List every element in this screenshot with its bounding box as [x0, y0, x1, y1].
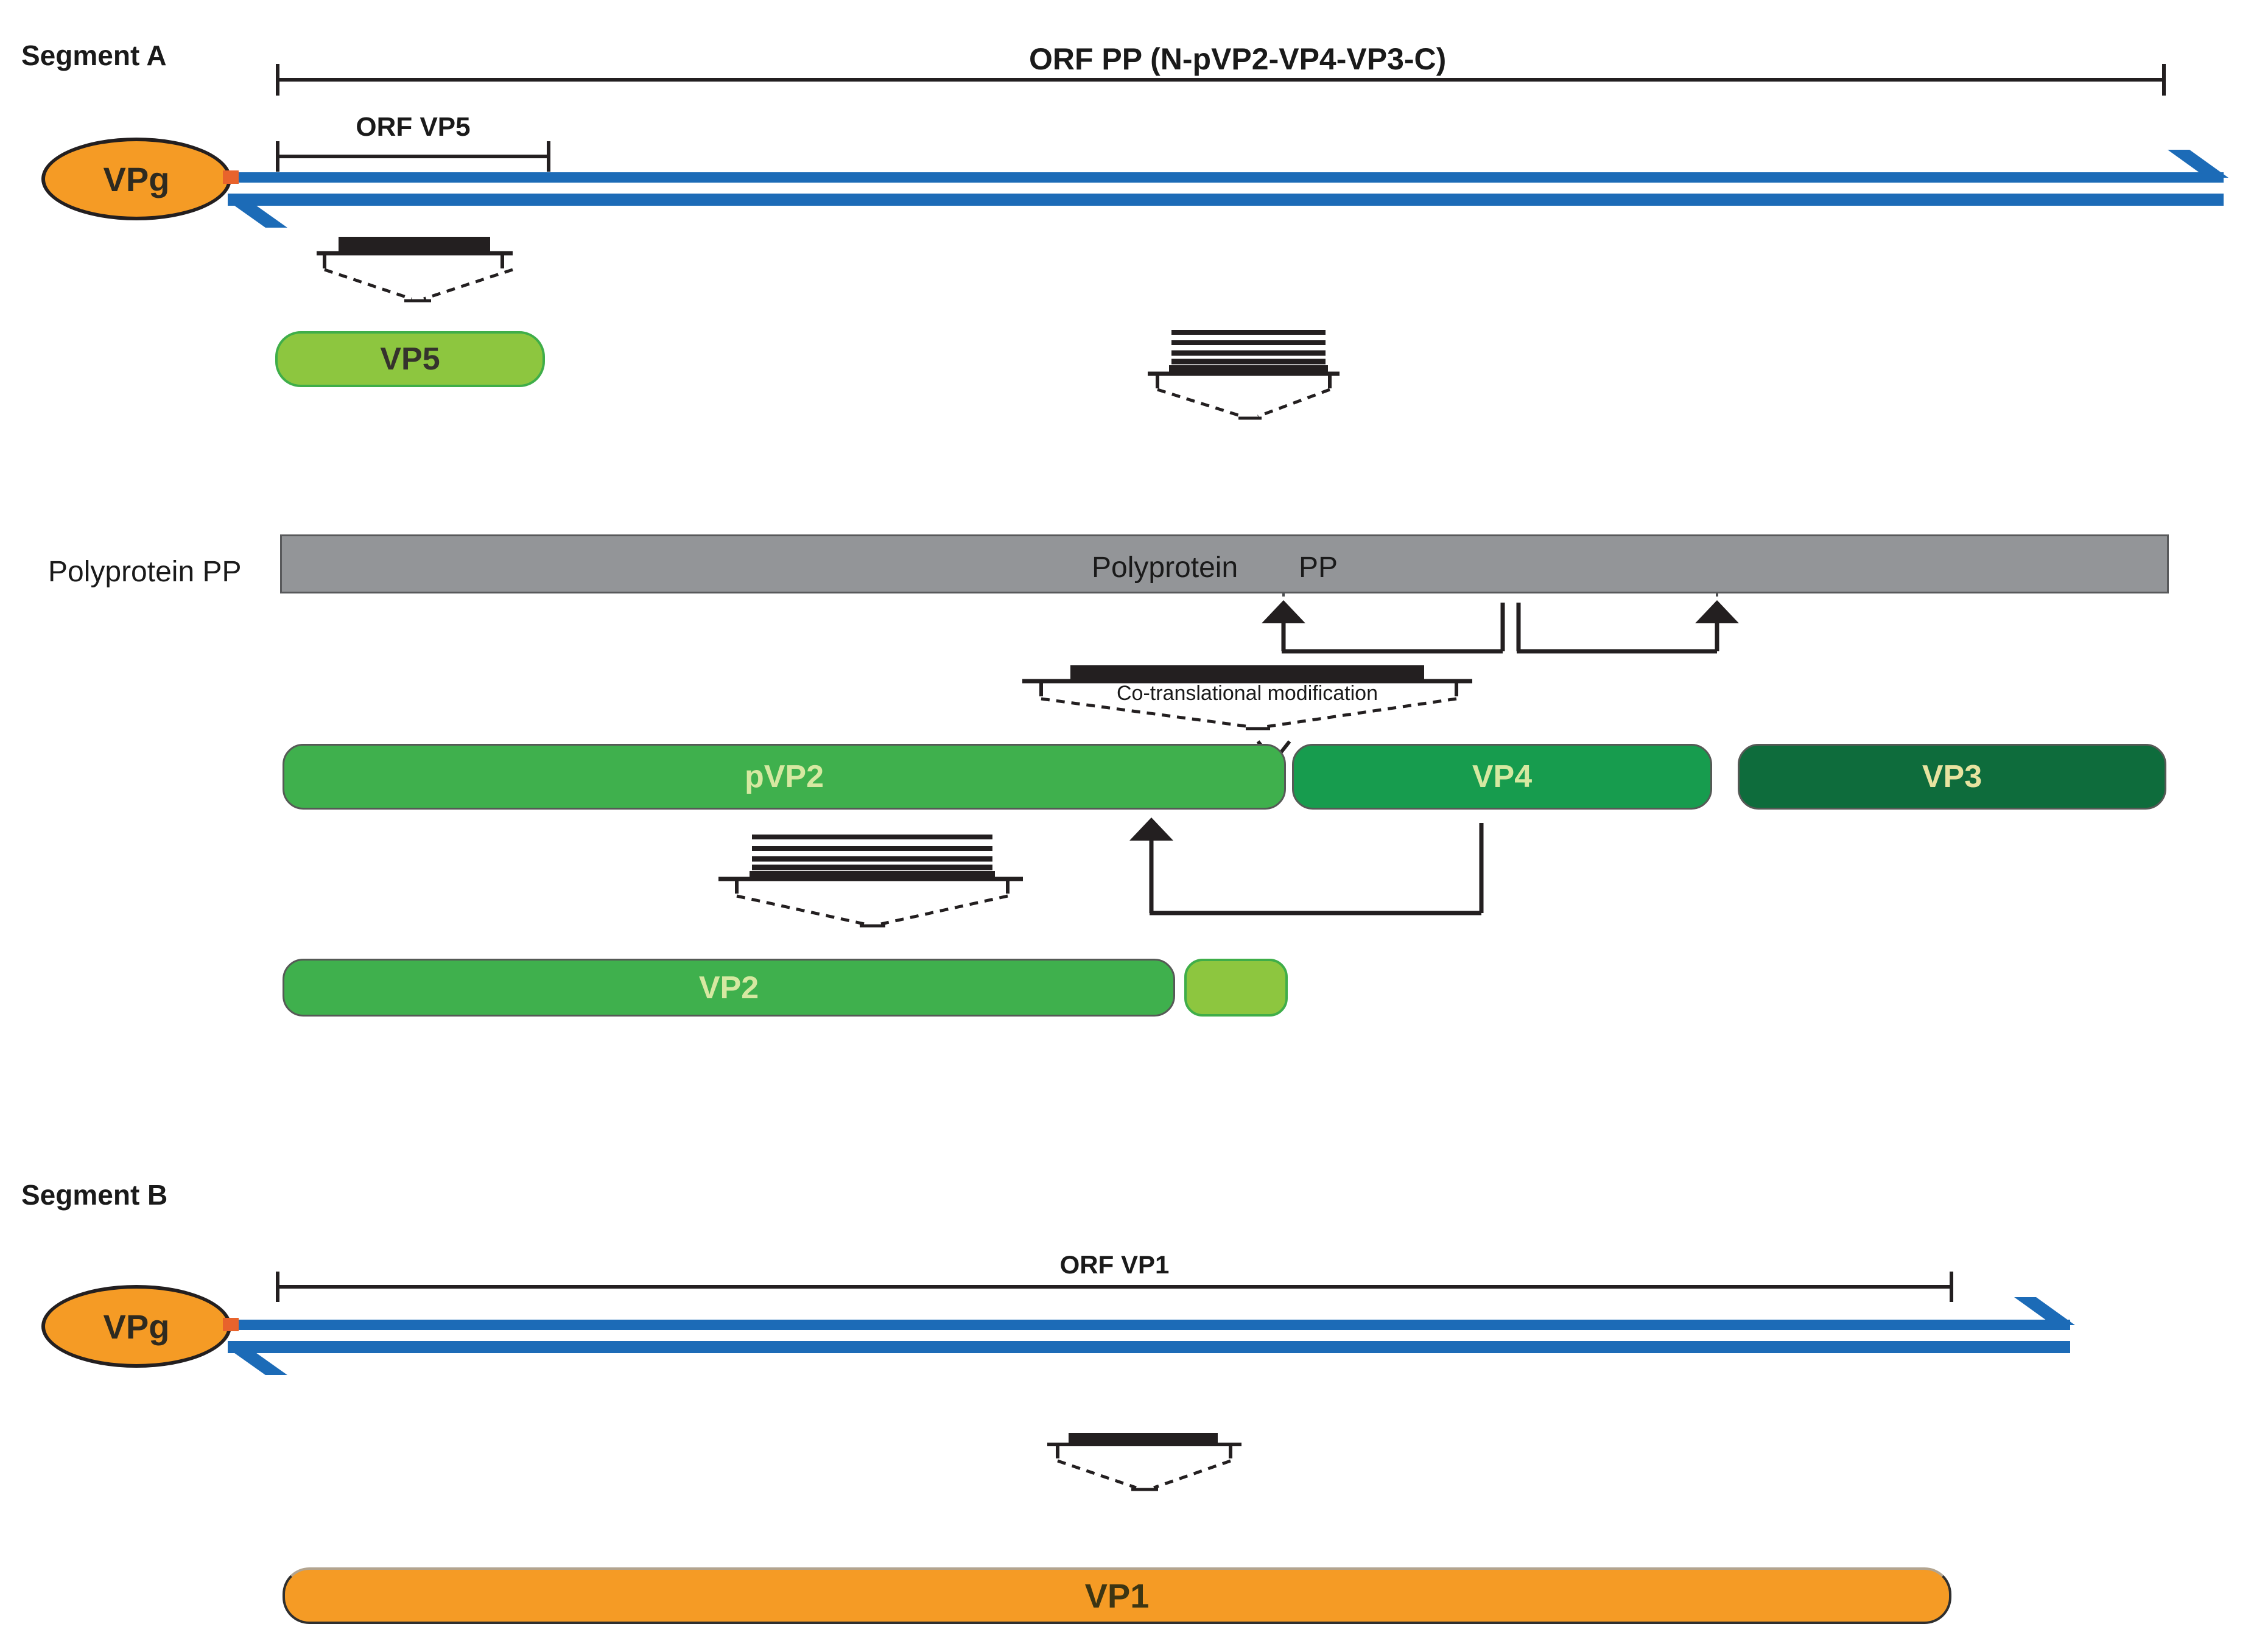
translation-symbol-polyprotein [1148, 330, 1340, 420]
segment-a-left-arrow-barb [228, 201, 287, 228]
segment-a-dsrna [228, 150, 2228, 228]
pvp2-label: pVP2 [744, 759, 824, 794]
vp5-label: VP5 [380, 341, 440, 377]
cotranslational-modification-label: Co-translational modification [1117, 682, 1378, 705]
pvp2-protein-box: pVP2 [283, 744, 1286, 810]
pvp2-maturation-bracket [1129, 817, 1484, 915]
segment-b-left-arrow-barb [228, 1348, 287, 1375]
polyprotein-row-label: Polyprotein PP [48, 556, 242, 588]
vp5-protein-box: VP5 [275, 331, 545, 387]
vp1-protein-box: VP1 [283, 1567, 1951, 1624]
vp2-protein-box: VP2 [283, 959, 1175, 1017]
vp1-label: VP1 [1084, 1577, 1150, 1615]
segment-b-dsrna [228, 1297, 2075, 1375]
orf-vp5-label: ORF VP5 [356, 112, 471, 142]
vpg-linker-segment-a [223, 170, 239, 184]
vpg-label-segment-a: VPg [103, 159, 170, 198]
vpg-ellipse-segment-a: VPg [41, 138, 231, 220]
orf-vp1-bracket [276, 1272, 1953, 1302]
cleavage-bracket-right [1516, 600, 1739, 654]
polyprotein-bar-text: Polyprotein [1092, 551, 1238, 584]
vp4-label: VP4 [1472, 759, 1533, 794]
vp4-protein-box: VP4 [1292, 744, 1712, 810]
polyprotein-bar-pp-text: PP [1299, 551, 1338, 584]
translation-symbol-vp5 [317, 237, 513, 303]
segment-b-label: Segment B [21, 1179, 168, 1211]
segment-b-right-arrow-barb [2014, 1297, 2075, 1325]
translation-symbol-vp2 [718, 835, 1023, 928]
segment-a-right-arrow-barb [2168, 150, 2228, 178]
vp2-label: VP2 [698, 970, 759, 1006]
translation-symbol-vp1 [1047, 1433, 1241, 1491]
orf-vp5-bracket [276, 141, 550, 172]
cleavage-bracket-left [1262, 600, 1505, 654]
orf-pp-bracket [276, 64, 2166, 96]
orf-vp1-label: ORF VP1 [1059, 1250, 1170, 1279]
segment-a-label: Segment A [21, 40, 167, 71]
polyprotein-bar: Polyprotein PP [280, 534, 2169, 593]
vp2-cterminal-fragment-box [1184, 959, 1288, 1017]
vpg-linker-segment-b [223, 1318, 239, 1331]
vp3-protein-box: VP3 [1738, 744, 2166, 810]
cotranslational-modification-symbol [1022, 665, 1472, 765]
vp3-label: VP3 [1922, 759, 1982, 794]
vpg-label-segment-b: VPg [103, 1307, 170, 1346]
vpg-ellipse-segment-b: VPg [41, 1285, 231, 1368]
orf-pp-label: ORF PP (N-pVP2-VP4-VP3-C) [1029, 42, 1447, 76]
